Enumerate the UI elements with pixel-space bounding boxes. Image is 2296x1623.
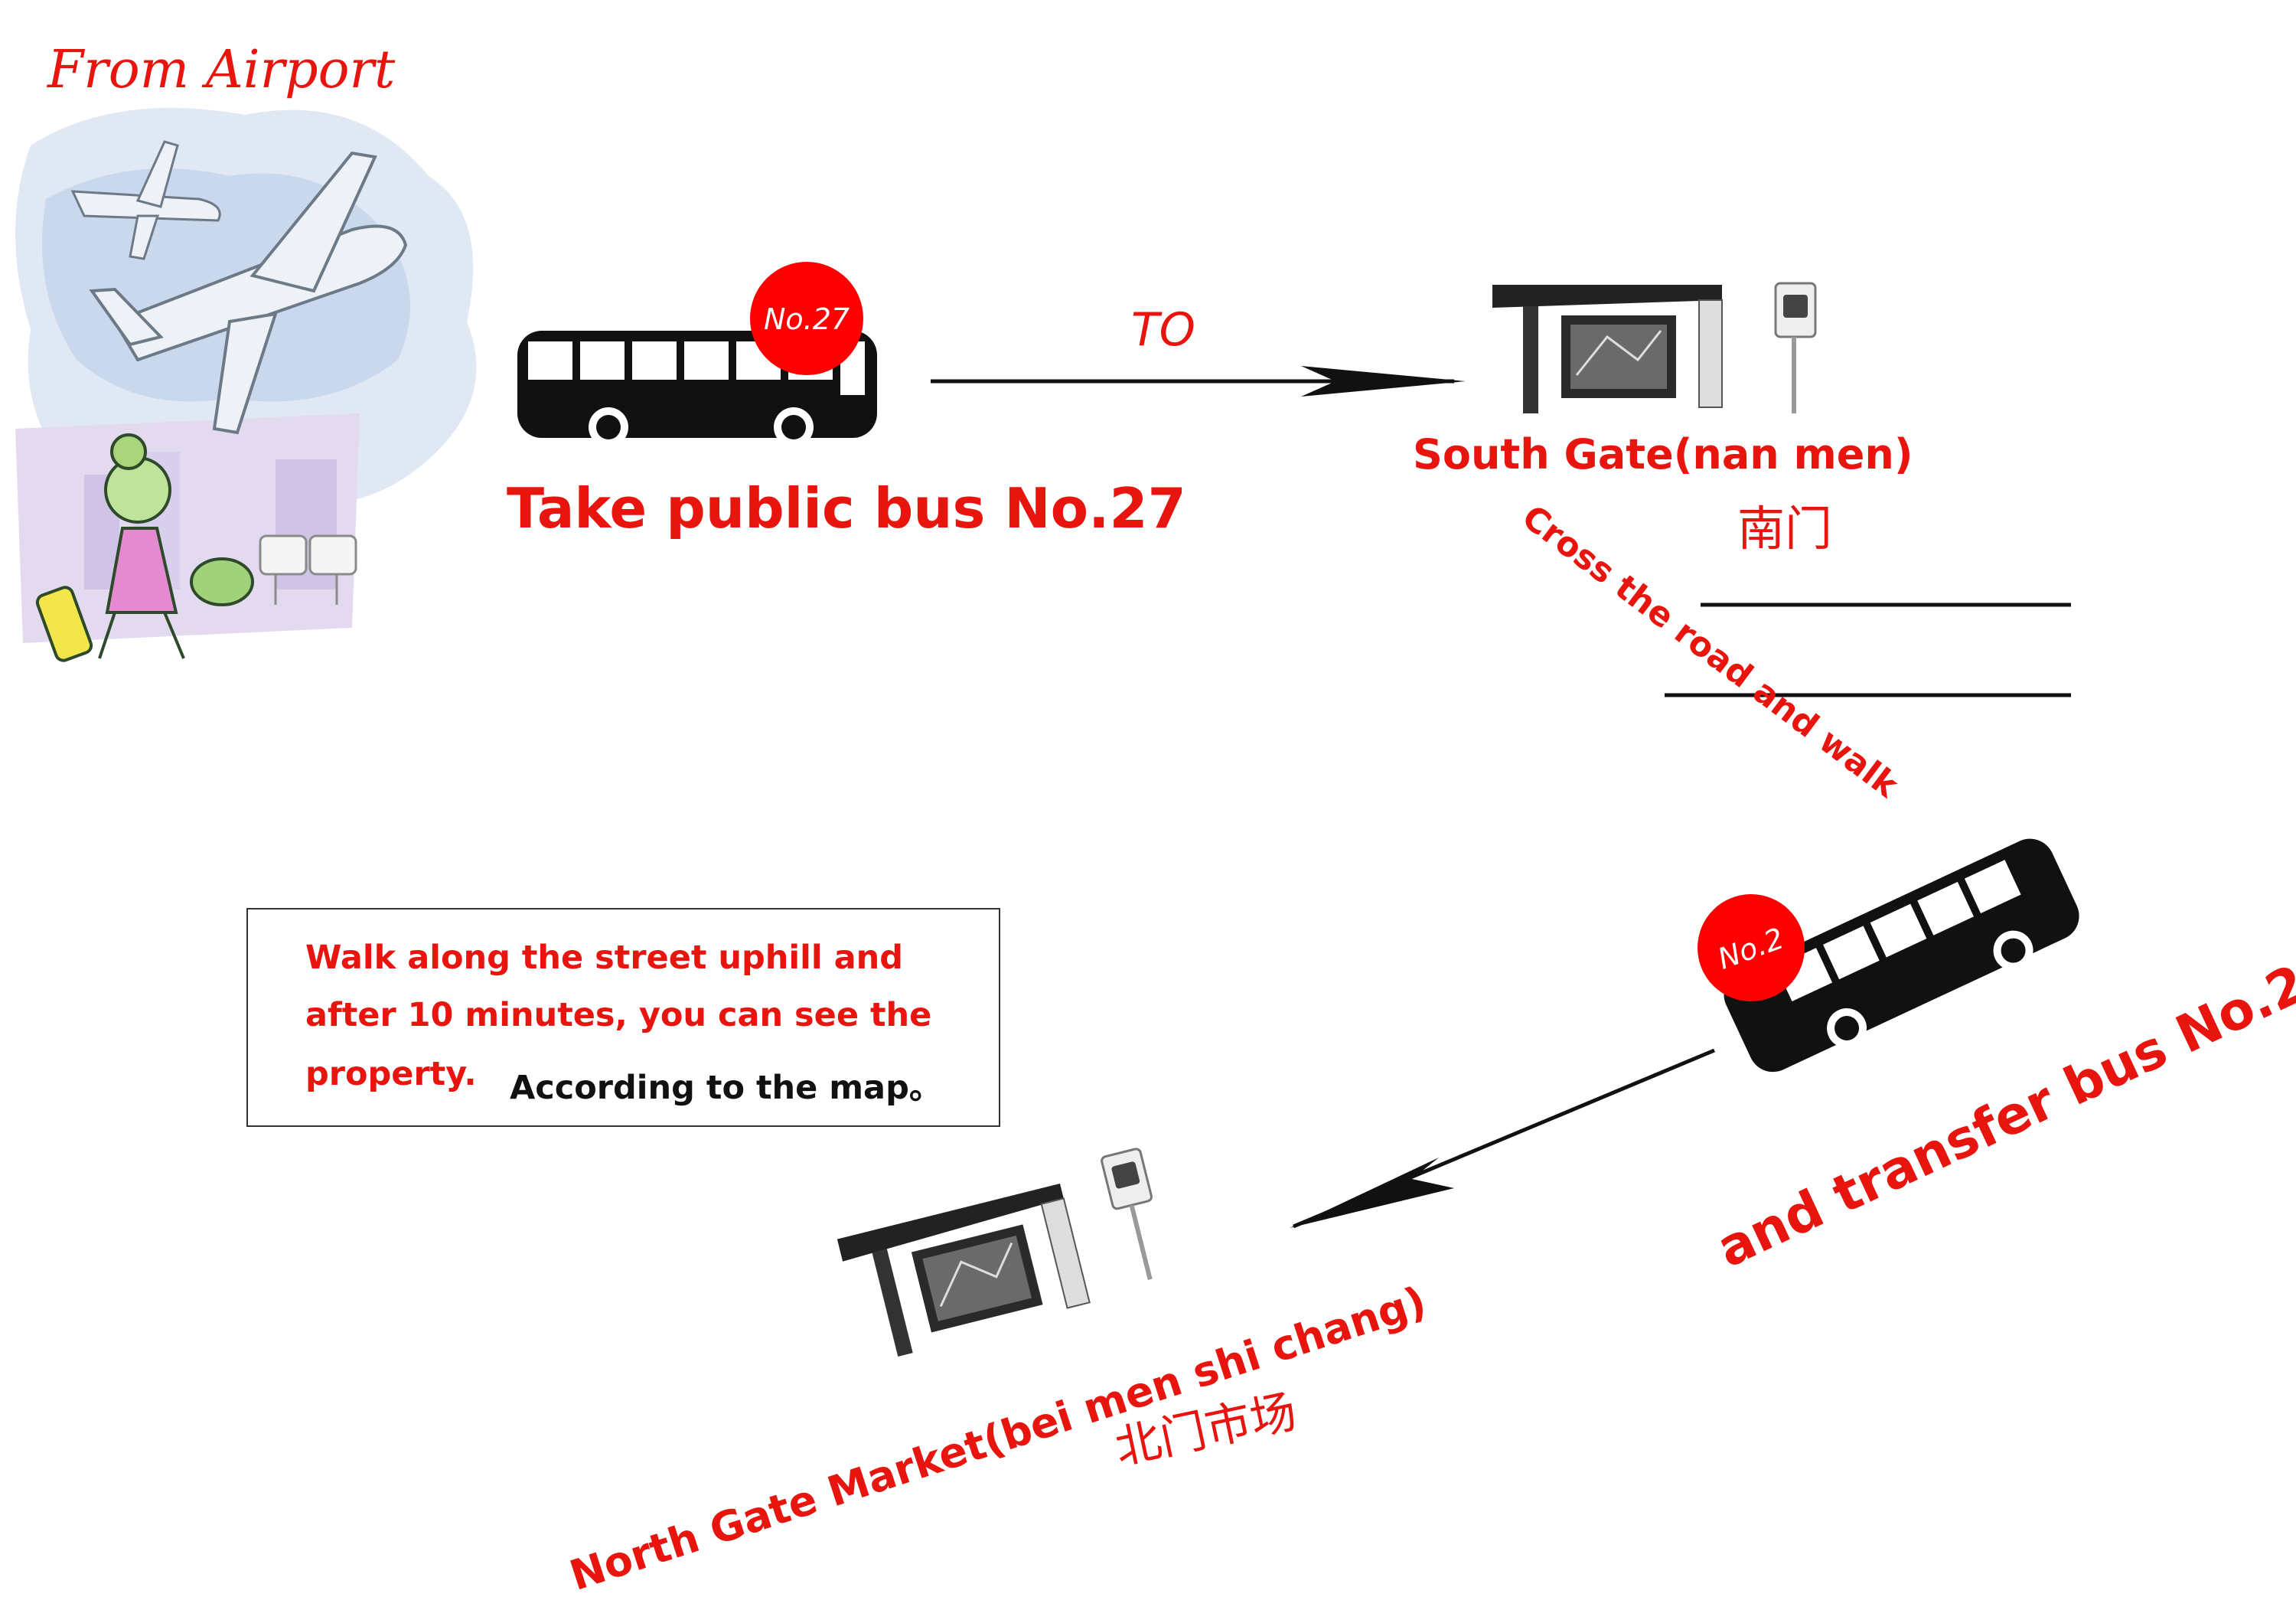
step1-label: Take public bus No.27 [507, 476, 1186, 540]
south-gate-label: South Gate(nan men) [1413, 430, 1913, 478]
arrow-to-south-gate [931, 366, 1466, 397]
bus-2-icon [1724, 838, 2079, 1073]
bus-2-badge: No.2 [1698, 894, 1805, 1001]
airport-illustration [15, 108, 477, 662]
bus-27-badge: No.27 [750, 262, 863, 375]
north-gate-bus-stop-icon [837, 1148, 1153, 1357]
directions-note-box: Walk along the street uphill and after 1… [246, 908, 1000, 1127]
airplane-small-icon [70, 140, 221, 260]
south-gate-label-cn: 南门 [1737, 501, 1833, 557]
arrow-to-north-gate [1290, 1048, 1715, 1229]
south-gate-bus-stop-icon [1492, 282, 1817, 413]
arrow-label-to: TO [1131, 303, 1195, 357]
svg-text:No.27: No.27 [764, 302, 850, 336]
note-line-3: property. [305, 1055, 477, 1093]
note-line-2: after 10 minutes, you can see the [305, 996, 932, 1034]
page-heading: From Airport [47, 40, 396, 100]
traveller-figure [35, 433, 254, 662]
waiting-seats [259, 534, 357, 605]
airplane-icon [89, 151, 408, 435]
note-line-1: Walk along the street uphill and [305, 939, 903, 977]
note-line-4: According to the map。 [510, 1069, 942, 1107]
road-lines [1665, 603, 2071, 697]
